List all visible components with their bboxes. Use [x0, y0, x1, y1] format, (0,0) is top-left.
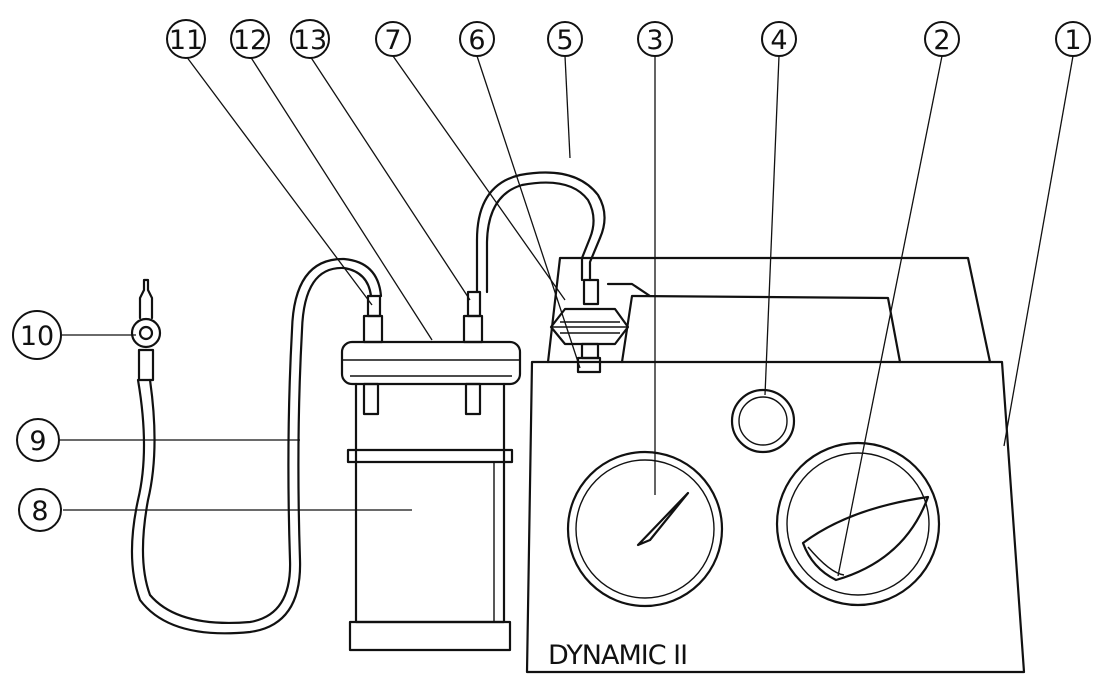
callout-label: 5 [556, 25, 573, 56]
callout-10: 10 [12, 310, 62, 360]
callout-3: 3 [637, 21, 673, 57]
callout-label: 11 [169, 25, 203, 56]
callout-label: 1 [1064, 25, 1081, 56]
callout-9: 9 [16, 418, 60, 462]
callout-8: 8 [18, 488, 62, 532]
callout-label: 9 [29, 426, 46, 457]
callout-label: 8 [31, 496, 48, 527]
gauge-needle-icon [636, 491, 690, 547]
callout-label: 13 [293, 25, 327, 56]
callout-label: 6 [468, 25, 485, 56]
callout-label: 3 [646, 25, 663, 56]
callout-4: 4 [761, 21, 797, 57]
callout-label: 10 [20, 321, 54, 352]
callout-7: 7 [375, 21, 411, 57]
patient-suction-tube [130, 257, 383, 635]
callout-label: 7 [384, 25, 401, 56]
vacuum-regulator-knob [775, 441, 941, 607]
callout-13: 13 [290, 19, 330, 59]
finger-control-valve [130, 278, 162, 382]
callout-6: 6 [459, 21, 495, 57]
callout-12: 12 [230, 19, 270, 59]
indicator-lamp [730, 388, 796, 454]
brand-label: DYNAMIC II [548, 640, 687, 671]
collection-canister [340, 290, 522, 652]
vacuum-gauge [566, 450, 724, 608]
leader-lines [59, 55, 1074, 577]
callout-label: 2 [933, 25, 950, 56]
callout-label: 4 [770, 25, 787, 56]
callout-11: 11 [166, 19, 206, 59]
callout-2: 2 [924, 21, 960, 57]
connecting-tube-filter [475, 171, 606, 294]
bacterial-filter [549, 278, 630, 374]
callout-label: 12 [233, 25, 267, 56]
callout-1: 1 [1055, 21, 1091, 57]
callout-5: 5 [547, 21, 583, 57]
